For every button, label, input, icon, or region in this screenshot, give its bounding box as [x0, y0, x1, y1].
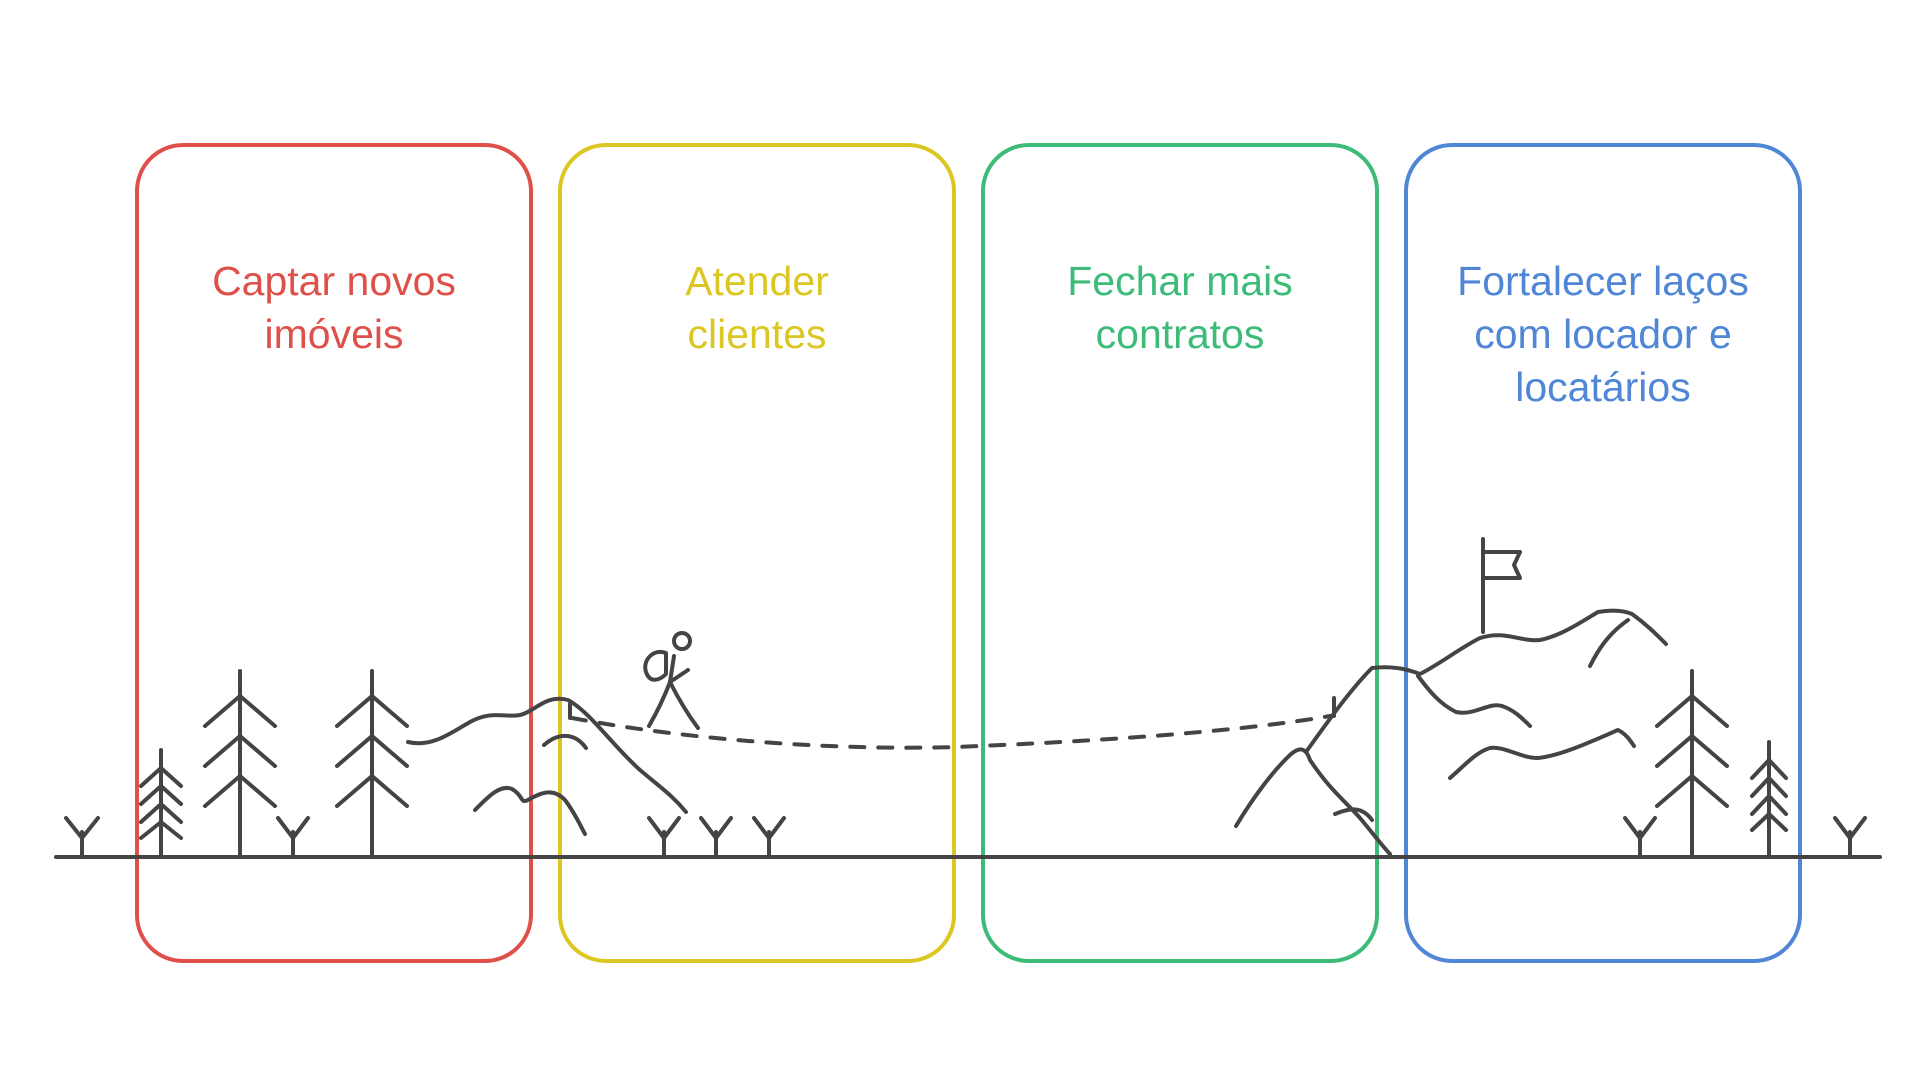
stage-title-line: com locador e — [1474, 311, 1732, 357]
stage-panel-fortalecer: Fortalecer laços com locador e locatário… — [1404, 143, 1802, 963]
stage-title-line: Fechar mais — [1067, 258, 1293, 304]
stage-title-line: contratos — [1095, 311, 1265, 357]
stage-title-line: imóveis — [264, 311, 404, 357]
stage-title: Captar novos imóveis — [139, 255, 529, 361]
stage-title-line: Fortalecer laços — [1457, 258, 1749, 304]
stage-title-line: Atender — [685, 258, 829, 304]
stage-title: Atender clientes — [562, 255, 952, 361]
stage-title-line: clientes — [687, 311, 827, 357]
stage-title: Fechar mais contratos — [985, 255, 1375, 361]
stage-panel-captar: Captar novos imóveis — [135, 143, 533, 963]
stage-panel-fechar: Fechar mais contratos — [981, 143, 1379, 963]
stage-title-line: locatários — [1515, 364, 1691, 410]
stage-title-line: Captar novos — [212, 258, 456, 304]
stage-panel-atender: Atender clientes — [558, 143, 956, 963]
stage-title: Fortalecer laços com locador e locatário… — [1408, 255, 1798, 414]
